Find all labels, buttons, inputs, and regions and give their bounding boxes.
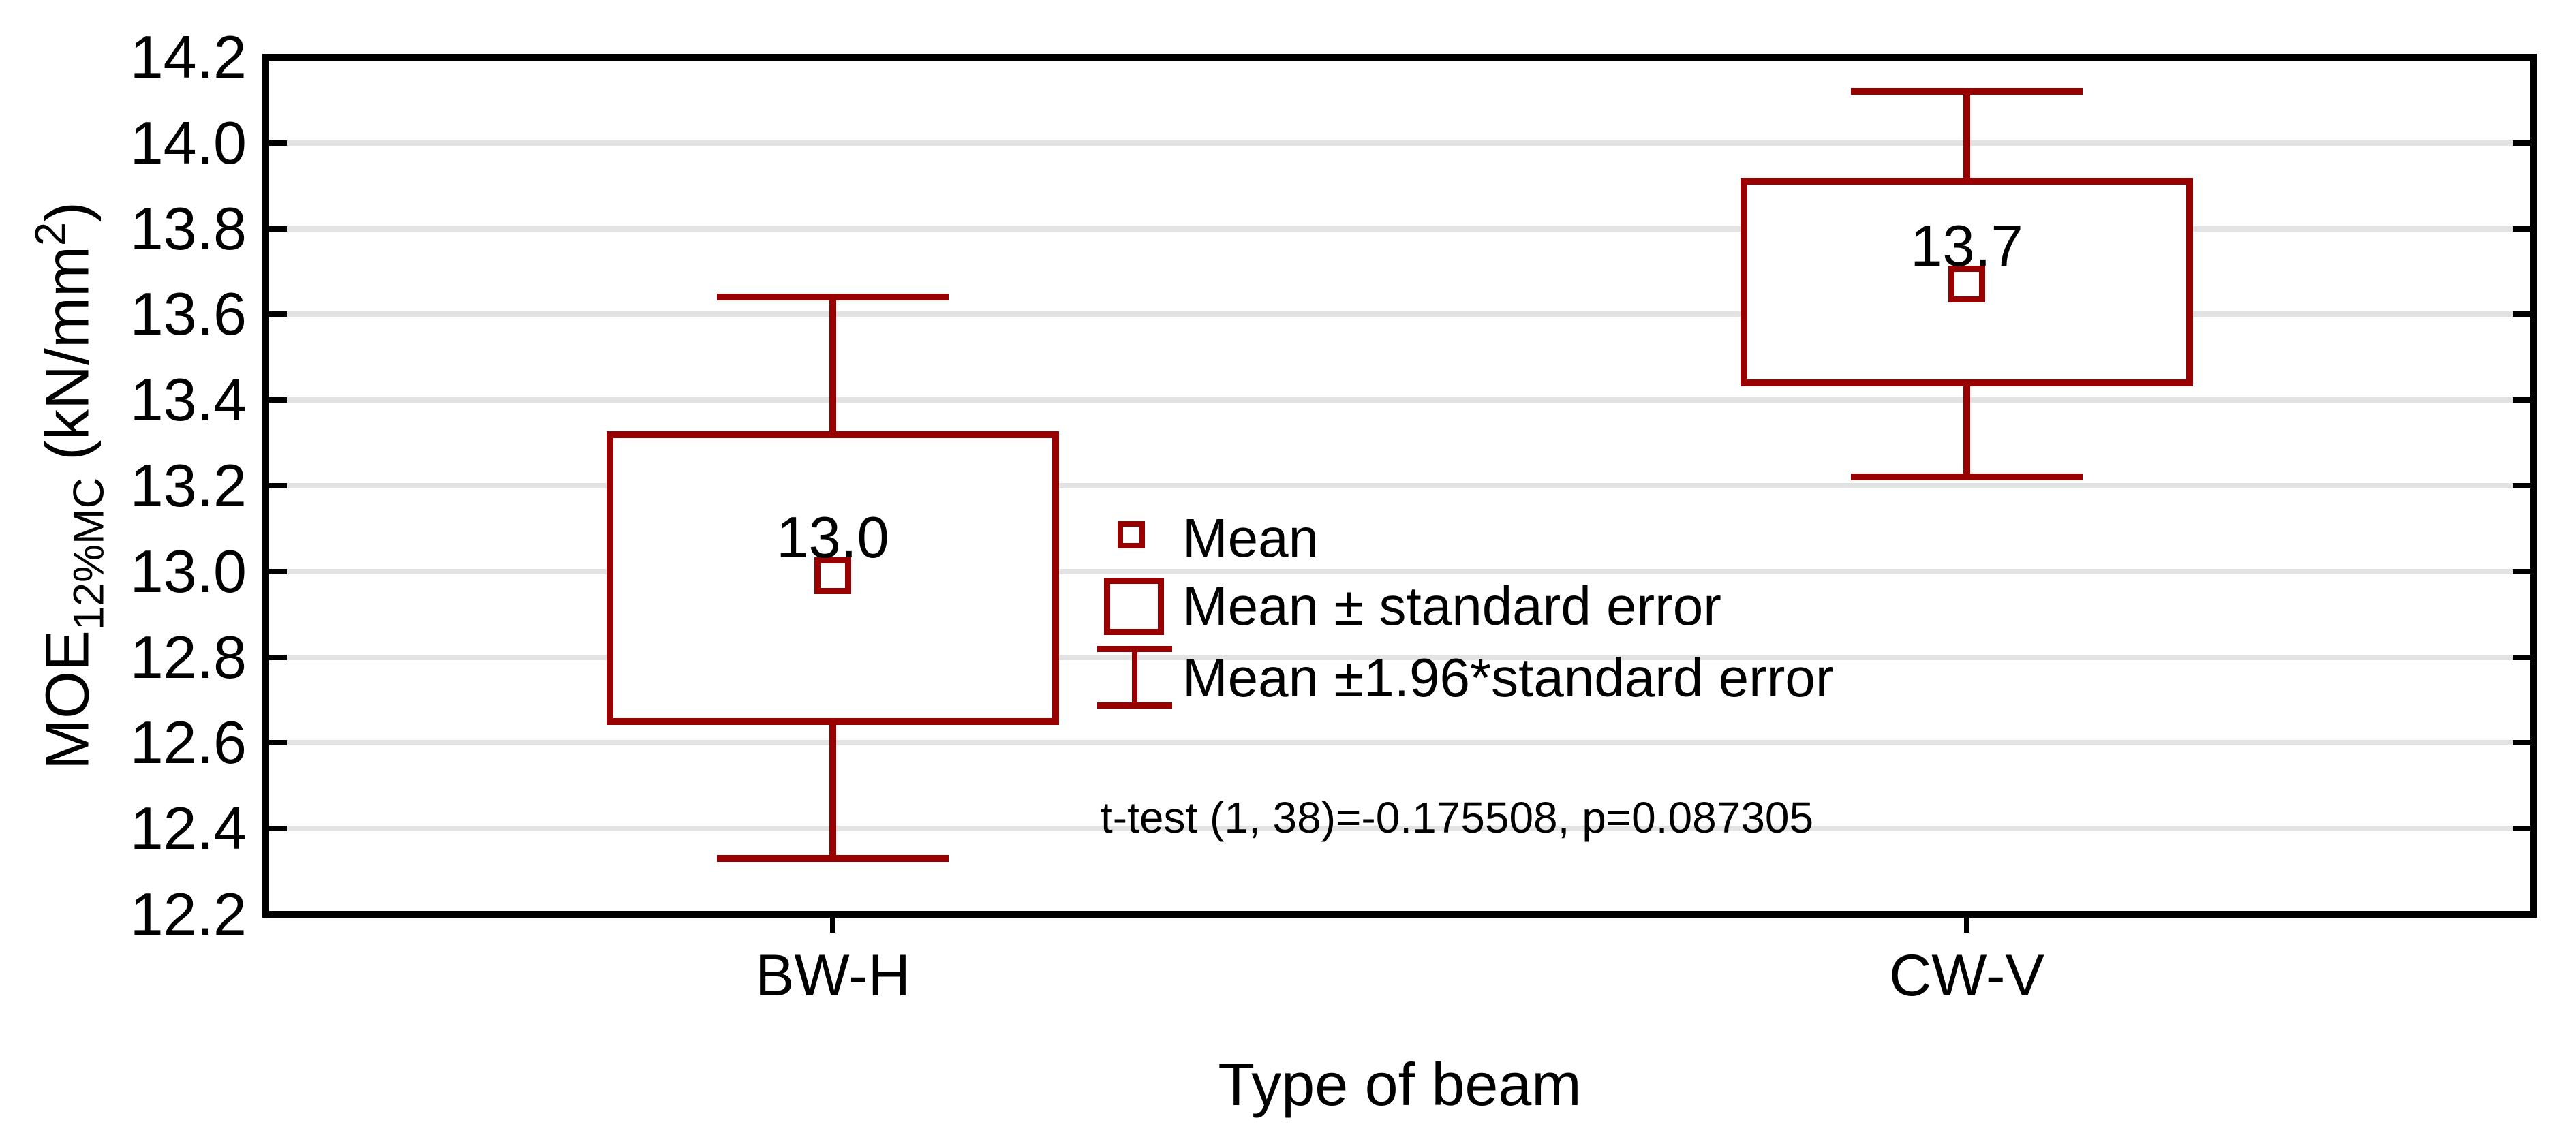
- y-tick-label: 14.2: [129, 23, 247, 91]
- y-gridline: [269, 568, 2530, 574]
- y-gridline: [269, 826, 2530, 832]
- x-axis-title: Type of beam: [1218, 1051, 1582, 1118]
- x-category-label-CW-V: CW-V: [1889, 943, 2044, 1008]
- whisker-bottom-cap-CW-V: [1851, 474, 2083, 481]
- x-tick-CW-V: [1964, 918, 1969, 933]
- y-tick-left: [269, 140, 287, 146]
- y-tick-label: 14.0: [129, 108, 247, 176]
- y-tick-right: [2513, 740, 2530, 746]
- y-tick-label: 13.4: [129, 366, 247, 434]
- y-gridline: [269, 654, 2530, 660]
- y-gridline: [269, 397, 2530, 403]
- y-gridline: [269, 140, 2530, 146]
- y-tick-label: 13.0: [129, 537, 247, 605]
- t-test-annotation: t-test (1, 38)=-0.175508, p=0.087305: [1101, 793, 1814, 842]
- y-axis-title-suffix: ): [33, 201, 102, 222]
- y-gridline: [269, 226, 2530, 232]
- whisker-top-cap-CW-V: [1851, 88, 2083, 95]
- x-tick-BW-H: [830, 918, 835, 933]
- y-tick-label: 12.4: [129, 794, 247, 863]
- y-axis-title-superscript: 2: [27, 221, 75, 247]
- y-tick-left: [269, 226, 287, 232]
- x-category-label-BW-H: BW-H: [755, 943, 910, 1008]
- y-gridline: [269, 740, 2530, 746]
- mean-value-label-CW-V: 13.7: [1910, 214, 2023, 279]
- y-tick-label: 12.6: [129, 709, 247, 777]
- y-tick-right: [2513, 568, 2530, 574]
- y-tick-left: [269, 568, 287, 574]
- legend-label-whisker: Mean ±1.96*standard error: [1182, 647, 1834, 708]
- legend-whisker-bottom-cap-icon: [1097, 702, 1172, 709]
- y-tick-left: [269, 397, 287, 403]
- y-tick-left: [269, 740, 287, 746]
- y-tick-right: [2513, 397, 2530, 403]
- y-tick-label: 13.8: [129, 194, 247, 262]
- mean-marker-CW-V: [1948, 266, 1985, 303]
- y-tick-left: [269, 483, 287, 488]
- mean-value-label-BW-H: 13.0: [776, 506, 889, 571]
- legend-whisker-line-icon: [1132, 649, 1137, 705]
- y-tick-right: [2513, 826, 2530, 832]
- y-axis-title-subscript: 12%MC: [65, 477, 113, 631]
- legend-label-se: Mean ± standard error: [1182, 576, 1721, 636]
- y-gridline: [269, 483, 2530, 488]
- whisker-bottom-cap-BW-H: [717, 855, 949, 863]
- y-tick-label: 13.6: [129, 280, 247, 348]
- y-tick-label: 13.2: [129, 452, 247, 519]
- y-tick-right: [2513, 654, 2530, 660]
- y-tick-label: 12.2: [129, 880, 247, 948]
- y-axis-title: MOE12%MC (kN/mm2): [27, 201, 113, 771]
- y-tick-right: [2513, 311, 2530, 317]
- legend-mean-square-icon: [1118, 521, 1145, 548]
- y-tick-label: 12.8: [129, 623, 247, 691]
- legend-se-box-icon: [1104, 578, 1164, 635]
- legend-label-mean: Mean: [1182, 508, 1319, 568]
- y-tick-right: [2513, 140, 2530, 146]
- mean-marker-BW-H: [814, 557, 851, 595]
- y-tick-right: [2513, 483, 2530, 488]
- y-tick-right: [2513, 226, 2530, 232]
- y-tick-left: [269, 311, 287, 317]
- y-tick-left: [269, 826, 287, 832]
- y-axis-title-base: MOE: [33, 630, 102, 771]
- whisker-top-cap-BW-H: [717, 294, 949, 301]
- y-axis-title-mid: (kN/mm: [33, 246, 102, 478]
- y-tick-left: [269, 654, 287, 660]
- y-gridline: [269, 311, 2530, 317]
